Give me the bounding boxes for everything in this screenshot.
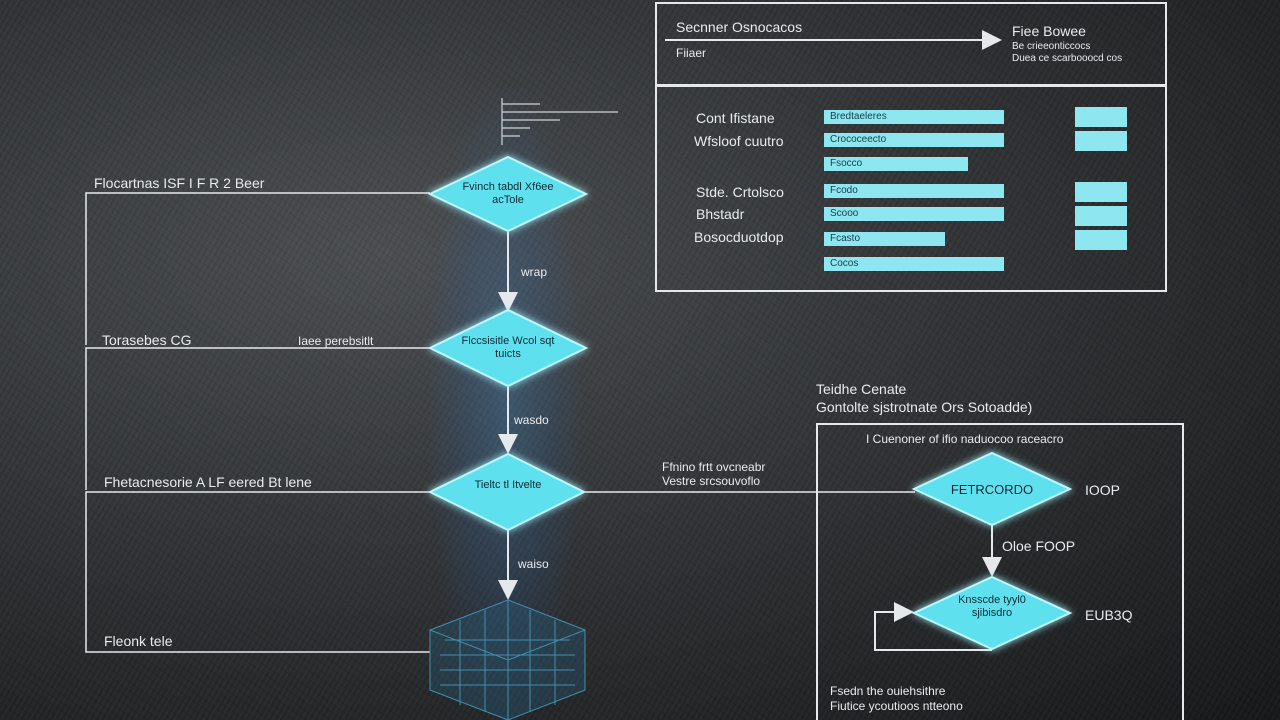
status-block-3 [1075, 182, 1127, 202]
top-right-title: Fiee Bowee [1012, 23, 1086, 39]
decision-b-text: Knsscde tyyl0 sjibisdro [958, 594, 1026, 619]
data-bar-6: Fcasto [824, 232, 945, 246]
decision-diamond-b [911, 575, 1073, 651]
decision-diamond-1 [427, 155, 589, 233]
decision2-text: Flccsisitle Wcol sqt tuicts [461, 335, 555, 360]
tick-marks [501, 98, 618, 145]
data-panel [655, 85, 1167, 292]
row4-label: Fleonk tele [104, 633, 173, 649]
arrow2-label: wasdo [514, 413, 549, 427]
right-title-1: Teidhe Cenate [816, 381, 907, 397]
arrow3-label: waiso [518, 557, 549, 571]
row1-line [85, 192, 430, 345]
data-label-2: Wfsloof cuutro [694, 133, 784, 149]
row3-line [85, 491, 430, 653]
data-label-5: Bosocduotdop [694, 229, 784, 245]
status-block-4 [1075, 206, 1127, 226]
cube-icon [429, 599, 586, 720]
loop-arrow [874, 602, 992, 651]
loop-mid-label: Oloe FOOP [1002, 538, 1076, 554]
row2-left-label: Torasebes CG [102, 332, 192, 348]
data-bar-3: Fsocco [824, 157, 968, 171]
decision-diamond-a [911, 451, 1073, 527]
decision-b-label: EUB3Q [1085, 607, 1133, 623]
decision-diamond-2 [427, 308, 589, 388]
row1-label: Flocartnas ISF I F R 2 Beer [94, 175, 265, 191]
top-left-title: Secnner Osnocacos [676, 19, 803, 35]
decision3-text: Tieltc tl Itvelte [474, 479, 542, 491]
row3-label: Fhetacnesorie A LF eered Bt lene [104, 474, 312, 490]
arrow1-label: wrap [521, 265, 548, 279]
data-label-4: Bhstadr [696, 206, 745, 222]
data-bar-5: Scooo [824, 207, 1004, 221]
loop-panel-header: I Cuenoner of ifio naduocoo raceacro [866, 432, 1064, 446]
data-bar-1: Bredtaeleres [824, 110, 1004, 124]
row2-line [85, 347, 430, 490]
data-label-1: Cont Ifistane [696, 110, 775, 126]
decision1-text: Fvinch tabdl Xf6ee acTole [462, 181, 554, 206]
data-label-3: Stde. Crtolsco [696, 184, 784, 200]
data-bar-4: Fcodo [824, 184, 1004, 198]
top-right-sub1: Be crieeonticcocs [1012, 41, 1091, 52]
status-block-5 [1075, 230, 1127, 250]
connector-label-1: Ffnino frtt ovcneabr [662, 460, 766, 474]
right-title-2: Gontolte sjstrotnate Ors Sotoadde) [816, 399, 1033, 415]
row2-mid-label: Iaee perebsitlt [298, 334, 374, 348]
loop-footer-2: Fiutice ycoutioos ntteono [830, 699, 963, 713]
status-block-1 [1075, 107, 1127, 127]
loop-panel [816, 423, 1184, 720]
data-bar-7: Cocos [824, 257, 1004, 271]
top-left-sub: Fiiaer [676, 46, 707, 60]
decision-a-label: IOOP [1085, 482, 1121, 498]
data-bar-2: Crococeecto [824, 133, 1004, 147]
decision-diamond-3 [427, 452, 587, 532]
top-right-sub2: Duea ce scarbooocd cos [1012, 53, 1123, 64]
connector-label-2: Vestre srcsouvoflo [662, 474, 761, 488]
decision-a-text: FETRCORDO [950, 482, 1034, 497]
loop-footer-1: Fsedn the ouiehsithre [830, 684, 946, 698]
status-block-2 [1075, 131, 1127, 151]
